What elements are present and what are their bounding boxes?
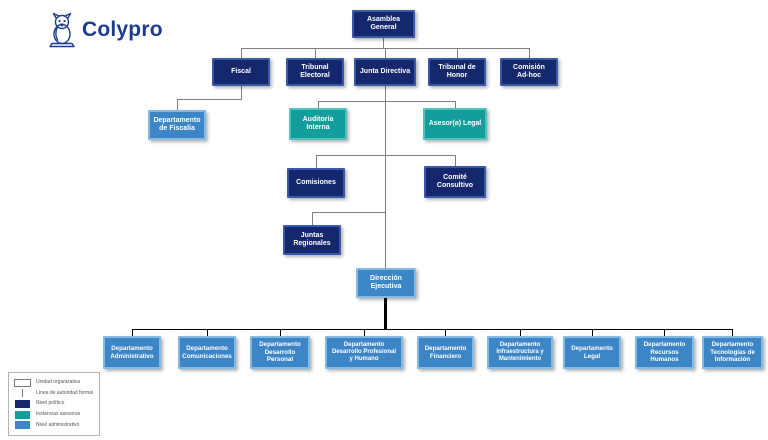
org-node-fiscal: Fiscal <box>212 58 270 86</box>
owl-logo-icon <box>49 12 75 48</box>
org-node-juntas-regionales: Juntas Regionales <box>283 225 341 255</box>
connector-line <box>445 329 446 336</box>
org-node-comision-ad-hoc: Comisión Ad-hoc <box>500 58 558 86</box>
org-node-tribunal-de-honor: Tribunal de Honor <box>428 58 486 86</box>
colypro-logo: Colypro <box>46 12 163 48</box>
org-node-asamblea-general: Asamblea General <box>352 10 415 38</box>
connector-line <box>177 99 178 110</box>
connector-line <box>455 155 456 166</box>
legend-label: Unidad organizativa <box>36 379 81 386</box>
legend-item-nivel-politico: Nivel político <box>14 399 94 408</box>
org-node-comisiones: Comisiones <box>287 168 345 198</box>
legend-item-unidad-organizativa: Unidad organizativa <box>14 378 94 387</box>
legend-label: Instancias asesoras <box>36 411 81 418</box>
connector-line <box>592 329 593 336</box>
legend-item-nivel-administrativo: Nivel administrativo <box>14 421 94 430</box>
org-node-departamento-desarrollo-personal: Departamento Desarrollo Personal <box>250 336 310 369</box>
connector-line-thick <box>384 298 387 329</box>
org-node-tribunal-electoral: Tribunal Electoral <box>286 58 344 86</box>
connector-line <box>457 48 458 58</box>
connector-line <box>207 329 208 336</box>
org-node-comite-consultivo: Comité Consultivo <box>424 166 486 198</box>
connector-line <box>318 101 319 108</box>
legend: Unidad organizativa Línea de autoridad f… <box>8 372 100 436</box>
connector-line <box>520 329 521 336</box>
connector-line <box>280 329 281 336</box>
org-node-departamento-recursos-humanos: Departamento Recursos Humanos <box>635 336 694 369</box>
legend-swatch-line <box>14 389 31 398</box>
connector-line <box>529 48 530 58</box>
legend-label: Nivel administrativo <box>36 421 80 428</box>
legend-item-linea-autoridad: Línea de autoridad formal <box>14 389 94 398</box>
org-node-departamento-desarrollo-profesional-humano: Departamento Desarrollo Profesional y Hu… <box>325 336 403 369</box>
connector-line <box>316 155 317 168</box>
connector-line <box>455 101 456 108</box>
legend-swatch-outline <box>14 378 31 387</box>
org-node-junta-directiva: Junta Directiva <box>354 58 416 86</box>
org-node-departamento-infraestructura-mantenimiento: Departamento Infraestructura y Mantenimi… <box>487 336 553 369</box>
org-node-direccion-ejecutiva: Dirección Ejecutiva <box>356 268 416 298</box>
org-node-departamento-financiero: Departamento Financiero <box>417 336 474 369</box>
logo-text: Colypro <box>82 18 163 41</box>
org-node-auditoria-interna: Auditoría Interna <box>289 108 347 140</box>
connector-line <box>312 212 386 213</box>
connector-line <box>241 48 242 58</box>
connector-line <box>132 329 733 330</box>
legend-swatch-navy <box>14 399 31 408</box>
connector-line <box>177 99 242 100</box>
connector-line <box>664 329 665 336</box>
connector-line <box>383 38 384 48</box>
legend-label: Línea de autoridad formal <box>36 389 93 396</box>
connector-line <box>318 101 456 102</box>
connector-line <box>385 86 386 268</box>
connector-line <box>241 86 242 99</box>
legend-swatch-teal <box>14 410 31 419</box>
org-node-asesor-legal: Asesor(a) Legal <box>423 108 487 140</box>
connector-line <box>132 329 133 336</box>
connector-line <box>316 155 456 156</box>
connector-line <box>385 48 386 58</box>
org-node-departamento-administrativo: Departamento Administrativo <box>103 336 161 369</box>
connector-line <box>364 329 365 336</box>
org-node-departamento-legal: Departamento Legal <box>563 336 621 369</box>
connector-line <box>732 329 733 336</box>
legend-item-instancias-asesoras: Instancias asesoras <box>14 410 94 419</box>
connector-line <box>312 212 313 225</box>
org-node-departamento-fiscalia: Departamento de Fiscalía <box>148 110 206 140</box>
org-node-departamento-comunicaciones: Departamento Comunicaciones <box>178 336 236 369</box>
legend-swatch-blue <box>14 421 31 430</box>
org-node-departamento-tecnologias-informacion: Departamento Tecnologías de Información <box>702 336 763 369</box>
legend-label: Nivel político <box>36 400 65 407</box>
connector-line <box>315 48 316 58</box>
